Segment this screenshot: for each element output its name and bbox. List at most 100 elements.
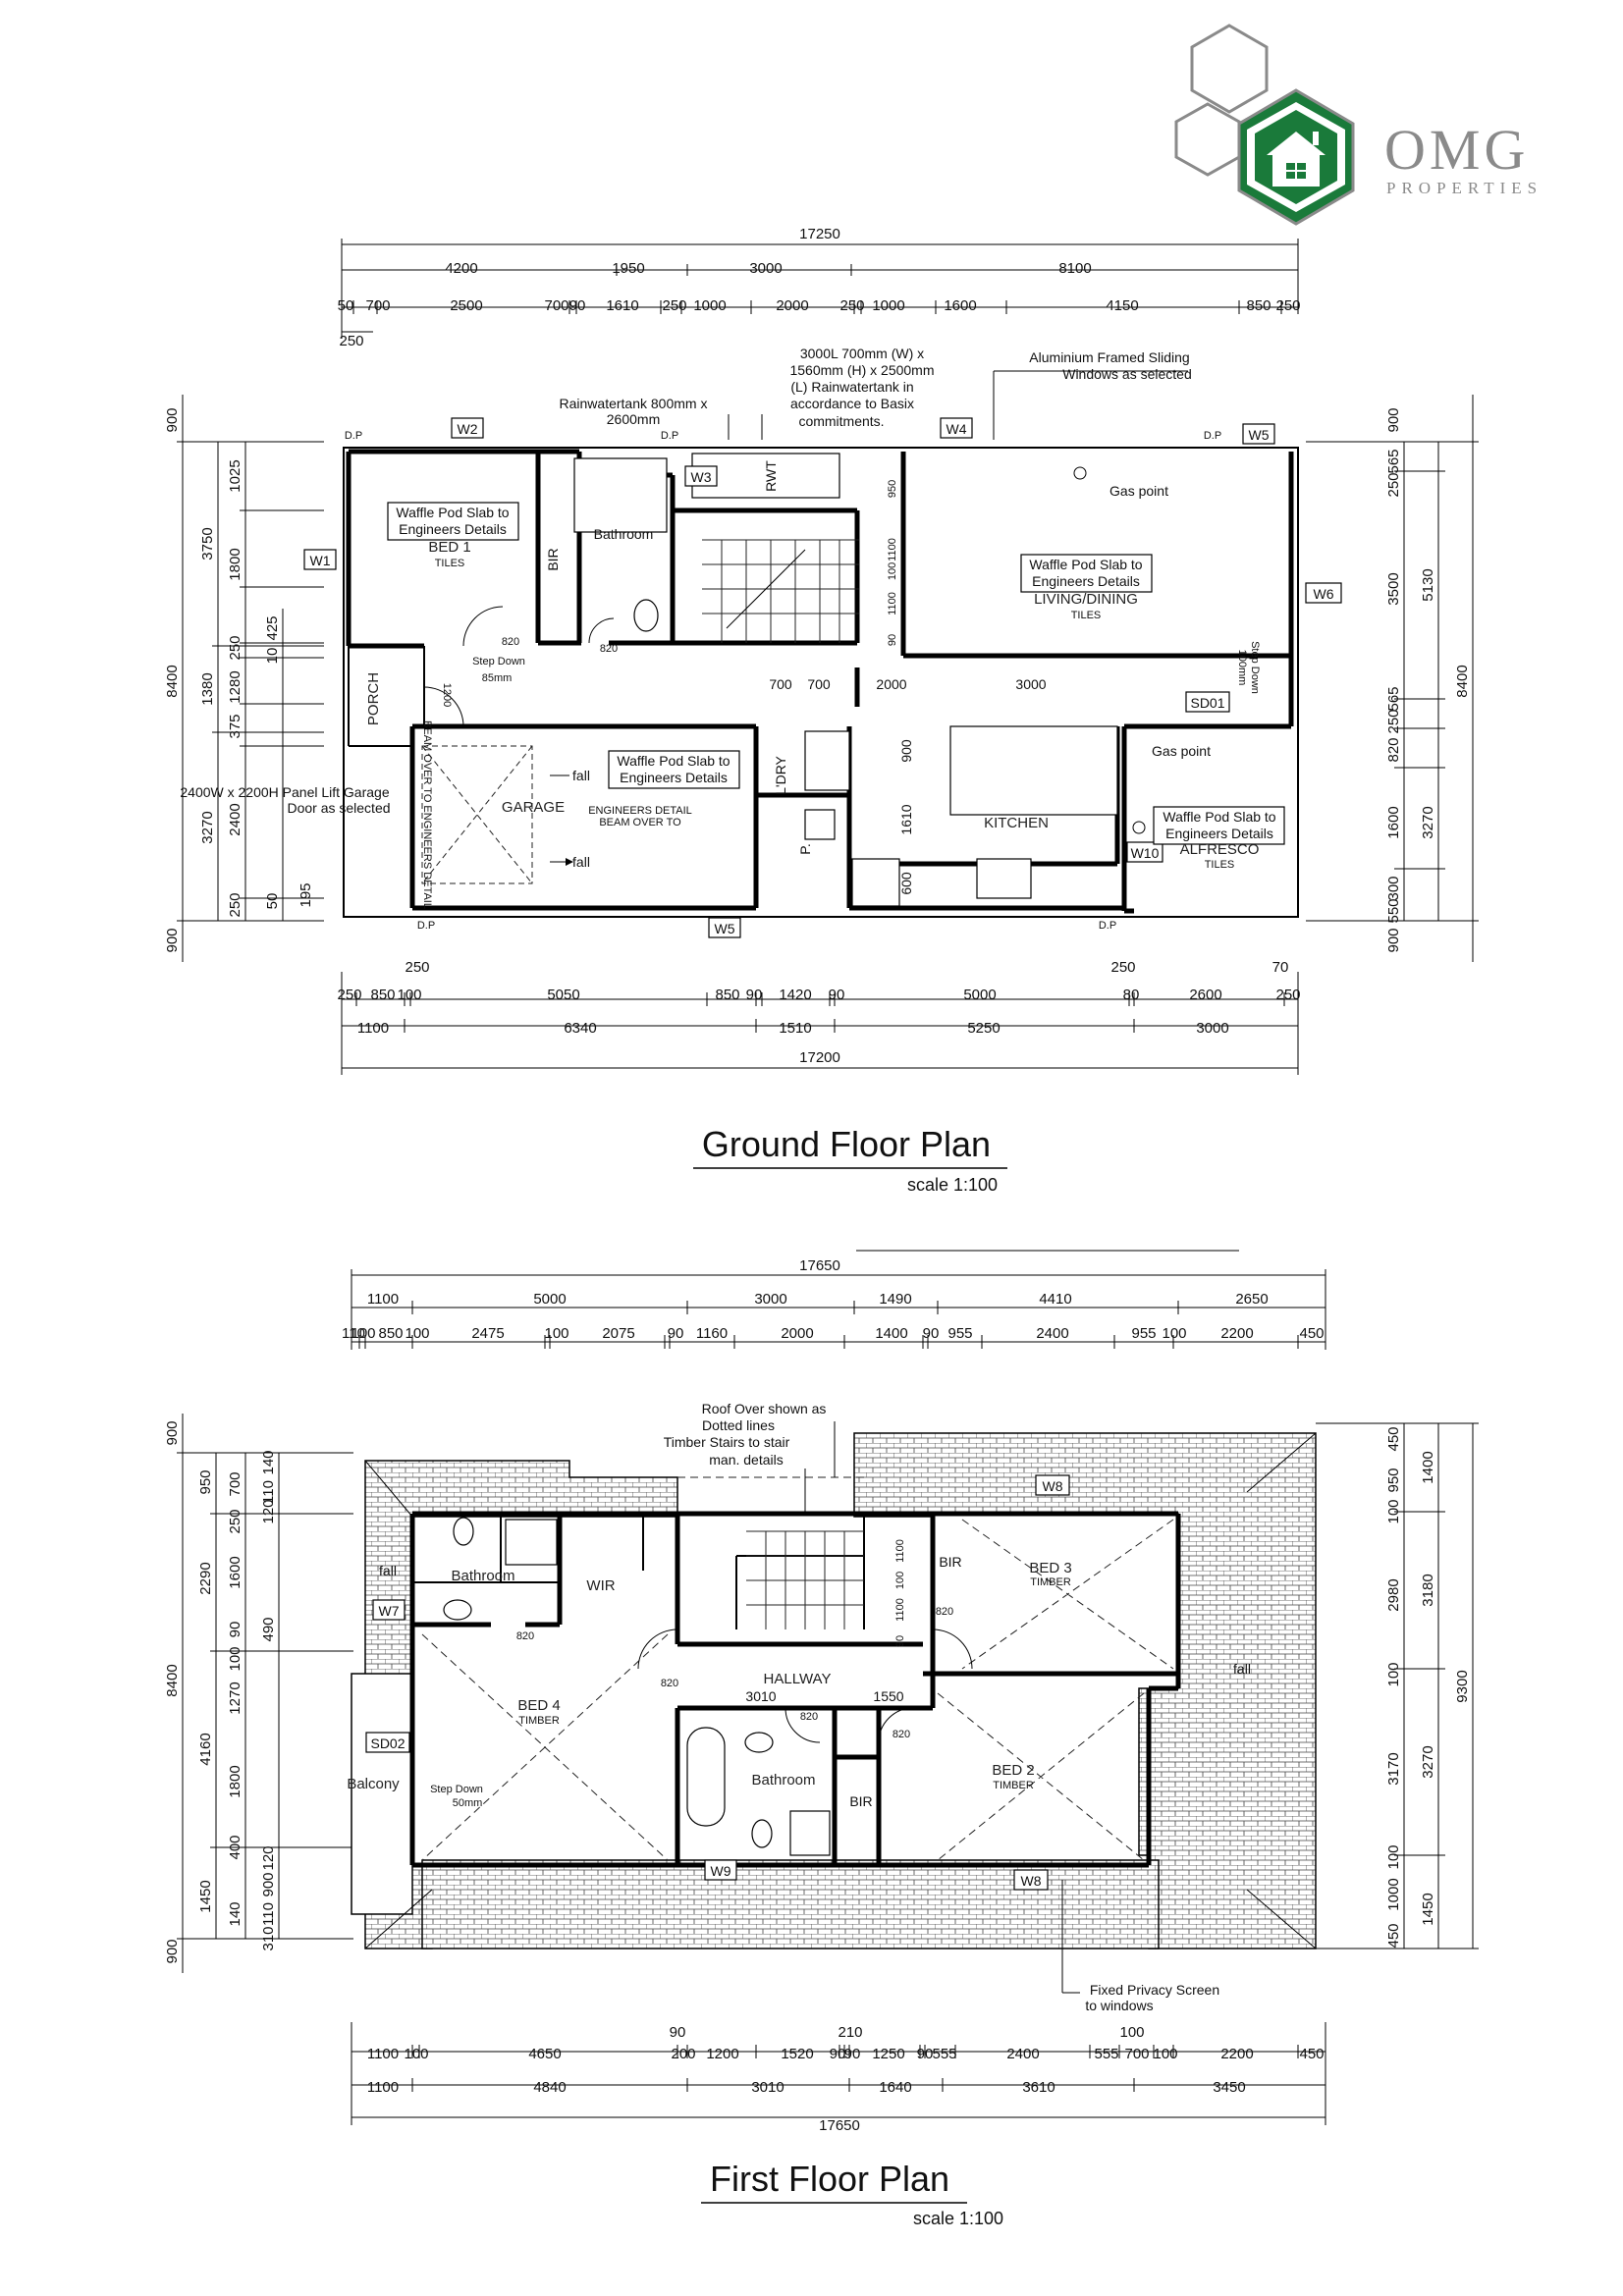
g-note-gas-alfresco: Gas point — [1152, 743, 1211, 759]
g-dim: 300 — [1385, 876, 1402, 900]
f-inner-dim: 3010 — [745, 1688, 776, 1704]
g-bottom-dim: 90 — [746, 987, 763, 1003]
f-bottom-dim: 555 — [1094, 2046, 1118, 2062]
f-dim: 3000 — [754, 1291, 786, 1308]
g-inner-dim: 1100 — [887, 538, 898, 561]
g-dim: 900 — [164, 928, 181, 952]
f-bottom-dim: 555 — [932, 2046, 956, 2062]
f-window-tag: SD02 — [370, 1735, 405, 1751]
f-dim: 950 — [1385, 1468, 1402, 1492]
g-bottom-dim-2: 1510 — [779, 1020, 811, 1037]
g-inner-dim: 1100 — [887, 592, 898, 615]
ground-plan-scale: scale 1:100 — [907, 1175, 998, 1195]
f-bottom-dim-2: 3010 — [751, 2079, 784, 2096]
first-plan-scale: scale 1:100 — [913, 2209, 1003, 2228]
g-dim: 2400 — [227, 803, 243, 835]
g-room-garage: GARAGE — [502, 799, 565, 816]
f-dim: 310 — [260, 1926, 277, 1950]
f-dim: 140 — [260, 1450, 277, 1474]
f-room-bed4-floor: TIMBER — [518, 1715, 560, 1727]
g-bottom-dim-2: 6340 — [564, 1020, 596, 1037]
ground-plan-title: Ground Floor Plan — [702, 1124, 991, 1164]
f-dim: 110 — [260, 1902, 277, 1926]
f-inner-dim: 820 — [936, 1606, 953, 1618]
g-dim: 900 — [164, 407, 181, 432]
f-note-roof: Roof Over shown as — [702, 1401, 827, 1416]
f-bottom-dim: 90 — [917, 2046, 934, 2062]
g-dim: 250 — [1275, 297, 1300, 314]
first-roof-areas — [351, 1432, 1317, 1949]
f-inner-dim: 1100 — [894, 1598, 906, 1622]
first-plan-title: First Floor Plan — [710, 2159, 949, 2199]
g-bottom-dim: 100 — [397, 987, 421, 1003]
f-dim: 2290 — [197, 1562, 214, 1594]
f-room-balcony: Balcony — [347, 1776, 400, 1792]
g-dim: 1600 — [944, 297, 976, 314]
f-room-wir: WIR — [586, 1577, 615, 1594]
g-dim: 900 — [1385, 407, 1402, 432]
f-bottom-dim: 100 — [1153, 2046, 1177, 2062]
g-note-garage-door: 2400W x 2200H Panel Lift Garage — [180, 784, 389, 800]
f-bottom-dim-2: 1640 — [879, 2079, 911, 2096]
g-room-living-floor: TILES — [1071, 610, 1102, 621]
f-room-bir: BIR — [939, 1554, 961, 1570]
g-dim: 4150 — [1106, 297, 1138, 314]
g-note-waffle-garage-2: Engineers Details — [620, 770, 728, 785]
f-bottom-dim: 4650 — [528, 2046, 561, 2062]
f-room-bed3-floor: TIMBER — [1030, 1576, 1071, 1588]
f-room-bed2-floor: TIMBER — [993, 1780, 1034, 1791]
g-note-waffle-garage: Waffle Pod Slab to — [617, 753, 730, 769]
f-bottom-dim-2: 4840 — [533, 2079, 566, 2096]
f-note-privacy: Fixed Privacy Screen — [1090, 1982, 1219, 1998]
f-dim: 120 — [260, 1845, 277, 1870]
f-dim: 1400 — [875, 1325, 907, 1342]
g-inner-dim: 900 — [898, 739, 914, 763]
g-dim: 1600 — [1385, 806, 1402, 838]
g-note-step-down-2-mm: 100mm — [1236, 650, 1248, 686]
g-dim: 8400 — [164, 665, 181, 697]
f-dim: 850 — [378, 1325, 403, 1342]
f-dim: 100 — [1385, 1844, 1402, 1869]
g-dim: 250 — [339, 333, 363, 349]
g-dim: 565 — [1385, 449, 1402, 473]
f-dim: 2075 — [602, 1325, 634, 1342]
g-bottom-dim: 850 — [370, 987, 395, 1003]
g-dim: 1950 — [612, 260, 644, 277]
g-note-tank-small-2: 2600mm — [607, 411, 660, 427]
f-dim: 100 — [1385, 1662, 1402, 1686]
f-room-bed4: BED 4 — [517, 1697, 560, 1714]
f-dim: 900 — [164, 1939, 181, 1963]
g-downpipe: D.P — [661, 430, 678, 442]
g-dim: 550 — [1385, 898, 1402, 923]
g-note-step-down-2: Step Down — [1249, 641, 1261, 694]
g-dim: 5130 — [1420, 568, 1436, 601]
f-dim: 250 — [227, 1509, 243, 1533]
g-room-living: LIVING/DINING — [1034, 591, 1138, 608]
f-dim: 1100 — [367, 1291, 399, 1308]
f-dim: 400 — [227, 1835, 243, 1859]
g-note-waffle-bed1-2: Engineers Details — [399, 521, 507, 537]
g-note-fall-2: fall — [572, 854, 590, 870]
f-dim: 100 — [1385, 1499, 1402, 1523]
f-dim: 955 — [1131, 1325, 1156, 1342]
g-note-aluminium: Aluminium Framed Sliding — [1029, 349, 1189, 365]
f-inner-dim: 820 — [800, 1711, 818, 1723]
g-dim: 1000 — [872, 297, 904, 314]
f-dim: 2400 — [1036, 1325, 1068, 1342]
f-dim: 3180 — [1420, 1574, 1436, 1606]
f-dim: 90 — [668, 1325, 684, 1342]
ground-right-dimensions — [1306, 395, 1479, 962]
g-dim: 250 — [227, 892, 243, 917]
g-dim: 90 — [569, 297, 586, 314]
g-note-fall: fall — [572, 768, 590, 783]
f-dim: 1800 — [227, 1765, 243, 1797]
f-dim: 700 — [227, 1471, 243, 1496]
first-window-tags — [365, 1474, 1070, 1891]
brand-tagline: PROPERTIES — [1386, 179, 1542, 197]
g-note-tank-big-5: commitments. — [798, 413, 884, 429]
g-dim: 3270 — [1420, 806, 1436, 838]
f-dim: 2000 — [781, 1325, 813, 1342]
g-dim: 250 — [662, 297, 686, 314]
f-note-stairs-2: man. details — [709, 1452, 783, 1468]
